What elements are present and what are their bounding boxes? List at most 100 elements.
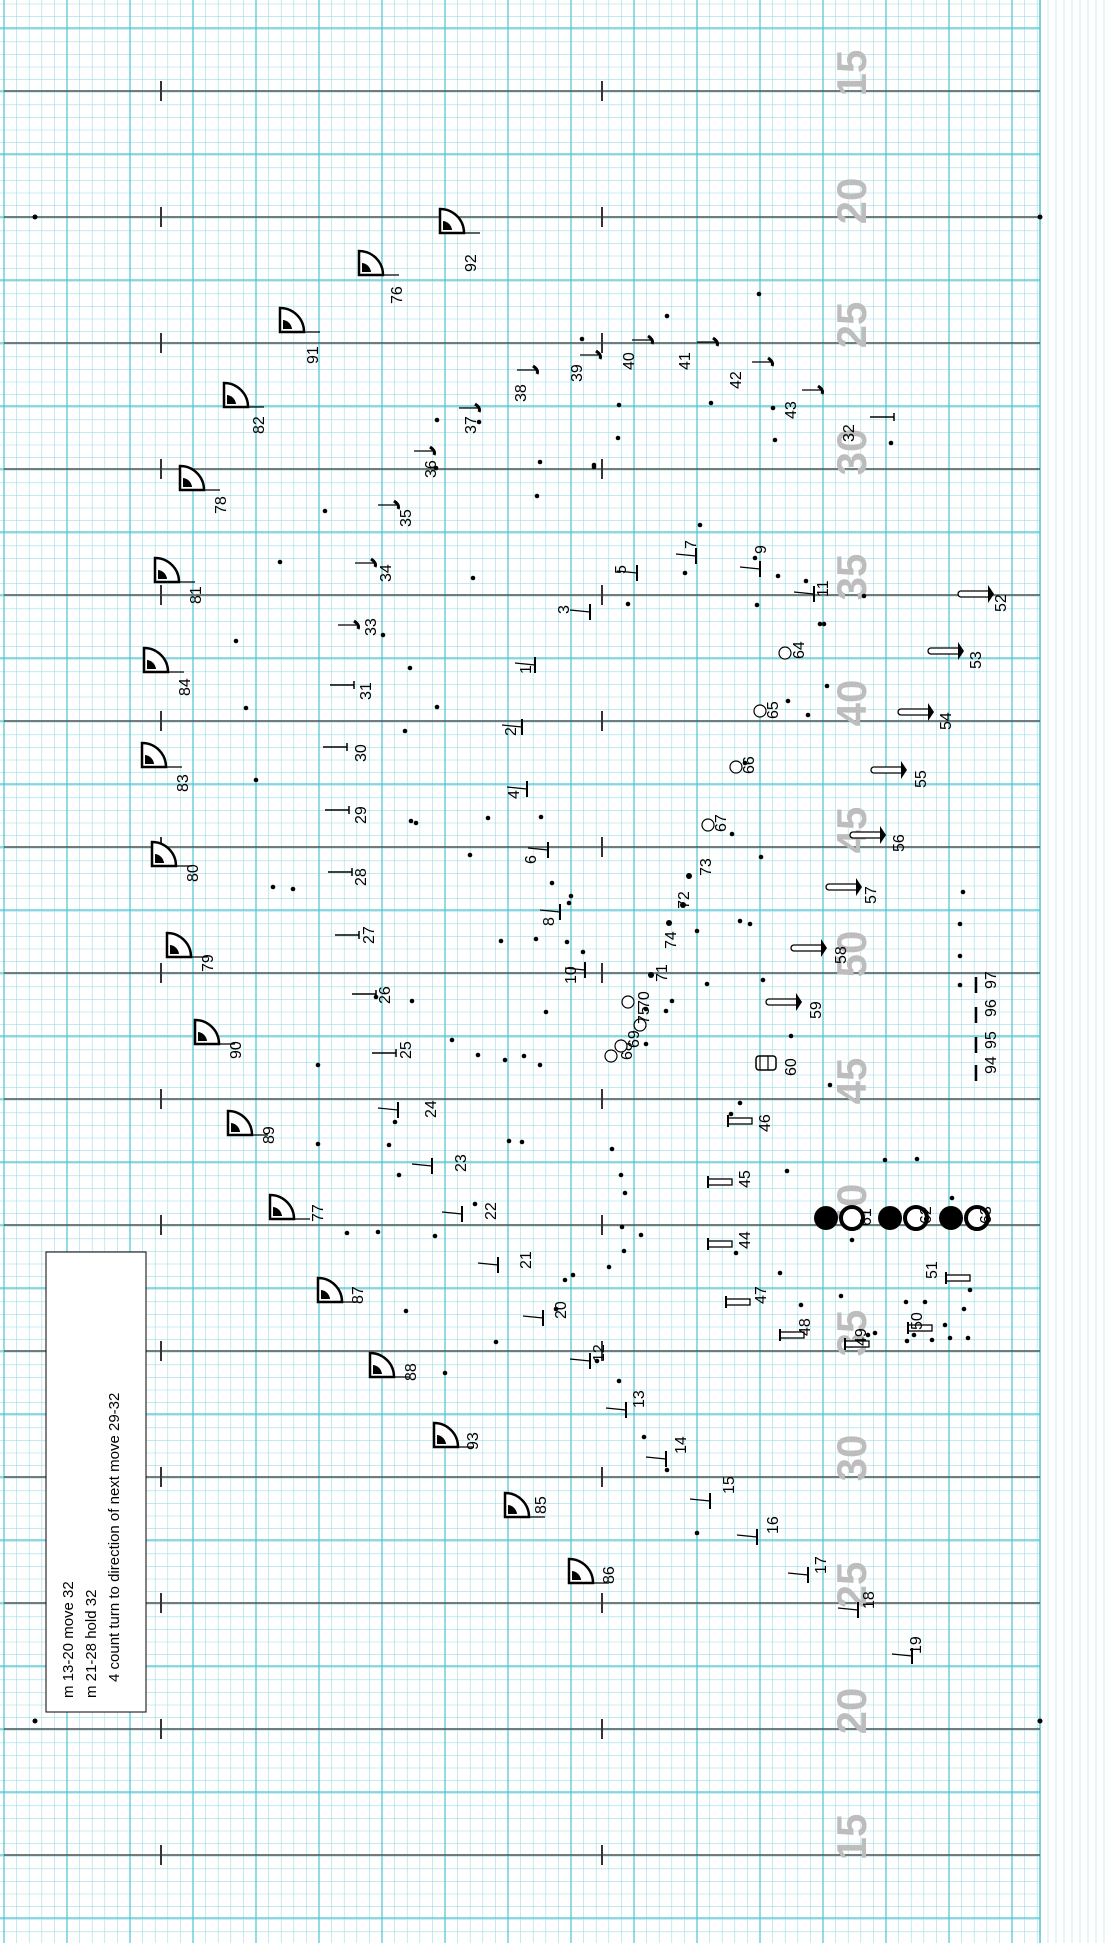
performer-label: 74 <box>663 931 680 949</box>
path-dot <box>507 1139 512 1144</box>
path-dot <box>244 706 249 711</box>
endline-dot <box>1038 1719 1043 1724</box>
path-dot <box>683 571 688 576</box>
path-dot <box>873 1331 878 1336</box>
path-dot <box>592 465 597 470</box>
path-dot <box>345 1231 350 1236</box>
tuba-icon <box>756 1056 776 1070</box>
performer-label: 23 <box>453 1154 470 1172</box>
path-dot <box>695 1531 700 1536</box>
performer-label: 45 <box>737 1170 754 1188</box>
path-dot <box>958 922 963 927</box>
performer-label: 24 <box>423 1100 440 1118</box>
path-dot <box>789 1034 794 1039</box>
performer-61: 61 <box>814 1206 875 1230</box>
path-dot <box>569 894 574 899</box>
yard-number: 45 <box>828 807 875 854</box>
performer-label: 31 <box>358 682 375 700</box>
performer-label: 84 <box>177 678 194 696</box>
yard-number: 30 <box>828 1435 875 1482</box>
path-dot <box>544 1010 549 1015</box>
path-dot <box>538 1063 543 1068</box>
path-dot <box>961 890 966 895</box>
performer-label: 53 <box>968 651 985 669</box>
path-dot <box>499 939 504 944</box>
path-dot <box>915 1157 920 1162</box>
performer-label: 72 <box>676 891 693 909</box>
note-line-1: m 13-20 move 32 <box>60 1581 77 1698</box>
trombone-icon <box>766 999 800 1005</box>
trumpet-icon <box>946 1275 970 1281</box>
performer-label: 44 <box>737 1231 754 1249</box>
path-dot <box>950 1196 955 1201</box>
path-dot <box>839 1294 844 1299</box>
yard-number: 15 <box>828 1814 875 1861</box>
path-dot <box>665 1468 670 1473</box>
performer-label: 62 <box>918 1206 935 1224</box>
performer-label: 49 <box>853 1328 870 1346</box>
performer-label: 59 <box>808 1001 825 1019</box>
performer-dot-icon <box>686 873 692 879</box>
path-dot <box>943 1323 948 1328</box>
path-dot <box>450 1038 455 1043</box>
path-dot <box>825 684 830 689</box>
path-dot <box>644 1042 649 1047</box>
path-dot <box>581 950 586 955</box>
path-dot <box>486 816 491 821</box>
performer-label: 87 <box>350 1286 367 1304</box>
path-dot <box>408 666 413 671</box>
path-dot <box>948 1336 953 1341</box>
yard-number: 20 <box>828 1688 875 1735</box>
path-dot <box>698 523 703 528</box>
path-dot <box>755 603 760 608</box>
path-dot <box>923 1300 928 1305</box>
path-dot <box>291 887 296 892</box>
path-dot <box>748 922 753 927</box>
trombone-icon <box>871 767 905 773</box>
path-dot <box>642 1435 647 1440</box>
path-dot <box>665 314 670 319</box>
performer-label: 67 <box>713 814 730 832</box>
performer-label: 94 <box>983 1056 1000 1074</box>
path-dot <box>761 978 766 983</box>
performer-label: 8 <box>541 917 558 926</box>
bass-drum-icon <box>939 1206 963 1230</box>
performer-label: 88 <box>403 1363 420 1381</box>
path-dot <box>620 1225 625 1230</box>
performer-label: 22 <box>483 1202 500 1220</box>
path-dot <box>776 574 781 579</box>
performer-37: 37 <box>459 404 480 434</box>
performer-label: 3 <box>556 605 573 614</box>
path-dot <box>958 954 963 959</box>
performer-label: 10 <box>563 966 580 984</box>
performer-label: 46 <box>757 1114 774 1132</box>
performer-label: 75 <box>636 1006 653 1024</box>
path-dot <box>786 699 791 704</box>
performer-label: 1 <box>518 665 535 674</box>
trombone-icon <box>791 945 825 951</box>
performer-label: 11 <box>815 580 832 597</box>
path-dot <box>818 622 823 627</box>
performer-label: 30 <box>353 744 370 762</box>
performer-label: 97 <box>983 971 1000 989</box>
trumpet-icon <box>708 1179 732 1185</box>
performer-label: 64 <box>791 641 808 659</box>
path-dot <box>623 1191 628 1196</box>
path-dot <box>966 1336 971 1341</box>
performer-label: 66 <box>741 756 758 774</box>
performer-label: 86 <box>601 1566 618 1584</box>
path-dot <box>883 1158 888 1163</box>
path-dot <box>962 1307 967 1312</box>
performer-72: 72 <box>676 891 693 909</box>
trombone-icon <box>898 709 932 715</box>
performer-label: 73 <box>698 858 715 876</box>
path-dot <box>930 1338 935 1343</box>
path-dot <box>393 1120 398 1125</box>
performer-label: 61 <box>858 1208 875 1226</box>
path-dot <box>862 594 867 599</box>
path-dot <box>316 1063 321 1068</box>
path-dot <box>443 1371 448 1376</box>
path-dot <box>738 919 743 924</box>
path-dot <box>738 1101 743 1106</box>
path-dot <box>968 1288 973 1293</box>
